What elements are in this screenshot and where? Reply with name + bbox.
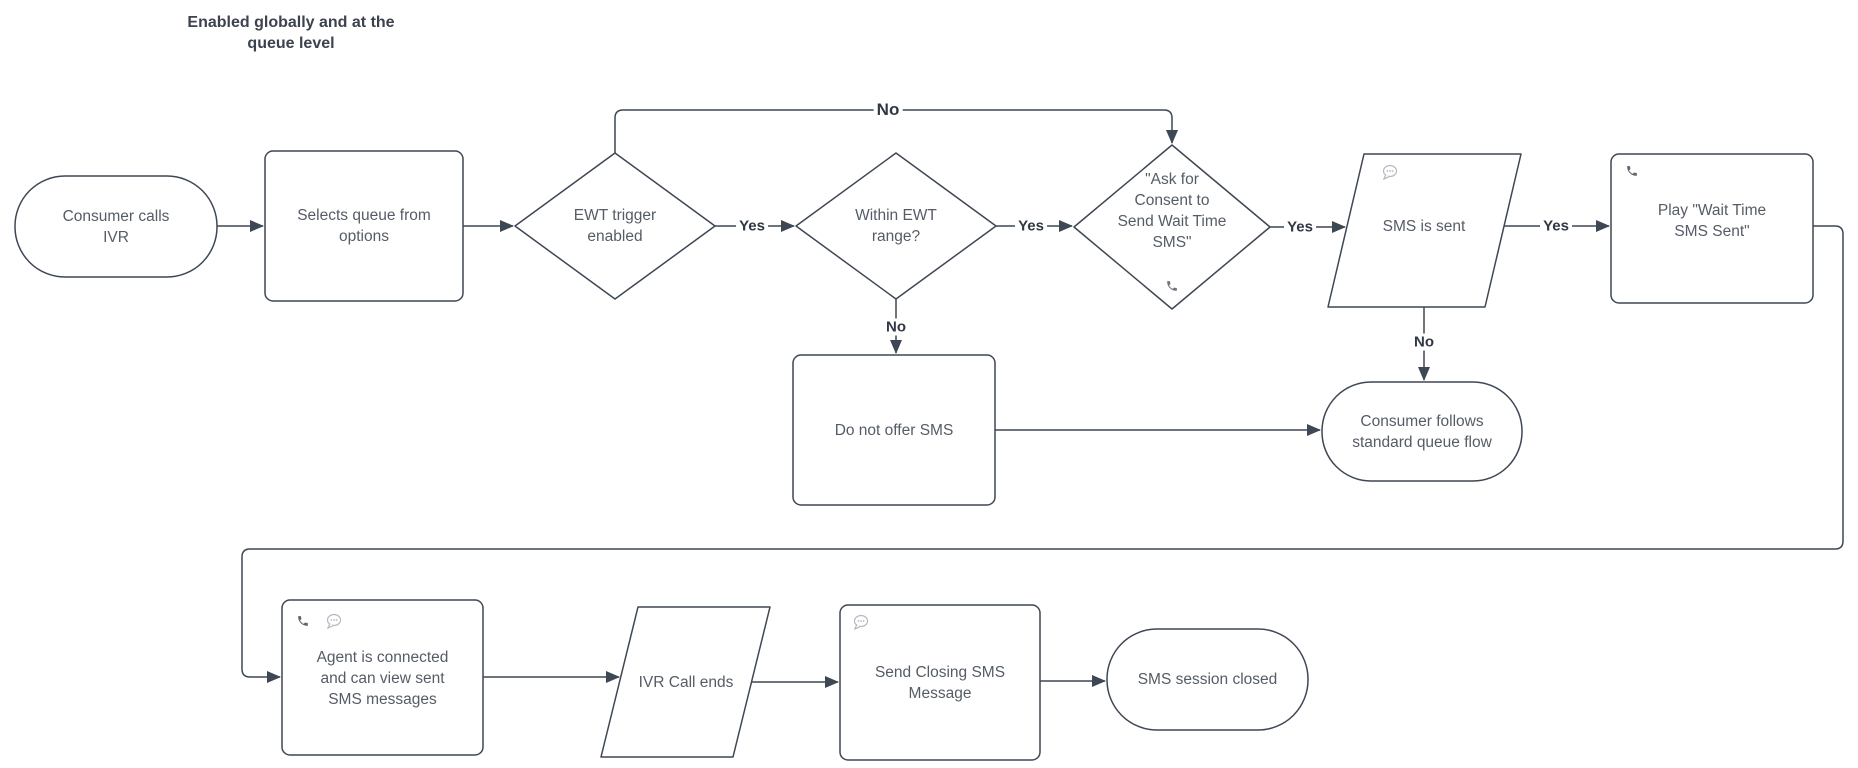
diagram-title-line: Enabled globally and at the: [187, 14, 395, 31]
node-ivr-call-ends[interactable]: [600, 606, 771, 758]
edge-label-yes-1: Yes: [736, 217, 768, 235]
phone-icon: [298, 616, 308, 626]
node-selects-queue[interactable]: [264, 150, 464, 302]
phone-icon: [1167, 281, 1177, 291]
edge-label-yes-3: Yes: [1284, 218, 1316, 236]
edge-label-no-within: No: [883, 318, 909, 336]
node-ewt-trigger[interactable]: [514, 152, 716, 300]
node-within-ewt[interactable]: [795, 152, 997, 300]
node-do-not-offer[interactable]: [792, 354, 996, 506]
node-sms-is-sent[interactable]: [1327, 153, 1522, 308]
node-play-wait-time[interactable]: [1610, 153, 1814, 304]
edge-label-no-sms: No: [1411, 333, 1437, 351]
edge-play-to-agent[interactable]: [241, 225, 1844, 683]
speech-bubble-icon: [326, 613, 342, 629]
node-consumer-calls-ivr[interactable]: [14, 175, 218, 278]
node-sms-session-closed[interactable]: [1106, 628, 1309, 731]
phone-icon: [1627, 166, 1637, 176]
edge-label-yes-2: Yes: [1015, 217, 1047, 235]
speech-bubble-icon: [853, 614, 869, 630]
edge-label-yes-4: Yes: [1540, 217, 1572, 235]
edge-label-no-top: No: [873, 100, 903, 120]
node-agent-connected[interactable]: [281, 599, 484, 756]
speech-bubble-icon: [1382, 164, 1398, 180]
diagram-title-line: queue level: [247, 35, 335, 52]
node-send-closing[interactable]: [839, 604, 1041, 761]
node-ask-consent[interactable]: [1073, 144, 1271, 310]
diagram-title: Enabled globally and at the queue level: [168, 12, 414, 54]
node-consumer-follows[interactable]: [1321, 381, 1523, 482]
